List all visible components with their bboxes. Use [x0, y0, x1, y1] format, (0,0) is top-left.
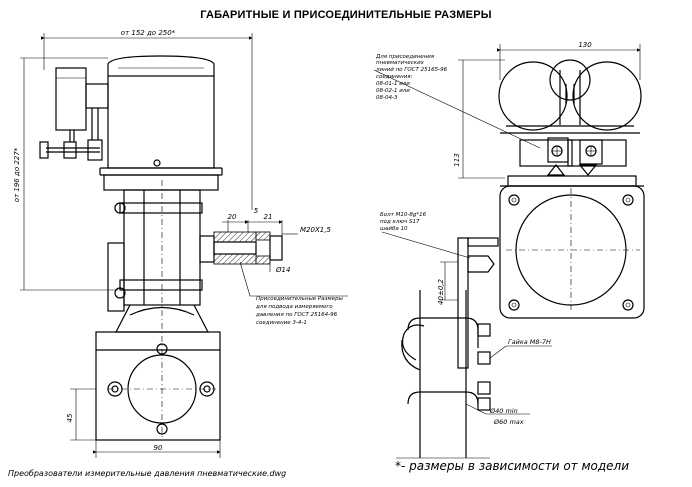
- nut-label: Гайка М8-7Н: [508, 338, 551, 346]
- note-bolt-2: под ключ S17: [380, 219, 420, 225]
- note-connection-3: давления по ГОСТ 25164-96: [255, 312, 338, 318]
- dim-40: 40±0,2: [437, 279, 445, 305]
- right-view: 130 113: [373, 41, 645, 473]
- gauge-left: [498, 61, 568, 131]
- note-bolt-1: Болт М10-8g*16: [380, 212, 427, 218]
- gauge-housing: [107, 75, 215, 169]
- note-connection-1: Присоединительные Размеры: [256, 296, 344, 302]
- pipe-max: Ø60 max: [493, 418, 524, 426]
- note-fittings-5: 08-01-1 или: [376, 81, 410, 87]
- pipe-min: Ø40 min: [489, 407, 518, 415]
- file-caption: Преобразователи измерительные давления п…: [8, 469, 286, 478]
- note-connection-2: для подвода измеряемого: [255, 304, 333, 310]
- note-connection-4: соединение 3-4-1: [256, 320, 307, 326]
- thread-label: M20X1,5: [300, 226, 331, 234]
- dim-5: 5: [254, 207, 259, 215]
- note-fittings-7: 08-04-3: [376, 95, 398, 101]
- gauge-right: [572, 61, 642, 131]
- dim-width-top: от 152 до 250*: [121, 29, 176, 37]
- dim-height-left: от 196 до 227*: [13, 147, 21, 202]
- relay-block: [55, 67, 87, 131]
- dim-130: 130: [578, 41, 592, 49]
- note-fittings-6: 08-02-1 или: [376, 88, 410, 94]
- footnote: *- размеры в зависимости от модели: [395, 459, 629, 473]
- note-fittings-4: соединения:: [376, 74, 413, 80]
- dim-bottom-height: 45: [66, 413, 74, 422]
- mounting-plate: [95, 331, 221, 441]
- dim-20: 20: [228, 213, 237, 221]
- note-fittings-1: Для присоединения: [375, 54, 435, 60]
- drawing-title: ГАБАРИТНЫЕ И ПРИСОЕДИНИТЕЛЬНЫЕ РАЗМЕРЫ: [200, 9, 491, 21]
- dim-bottom-width: 90: [154, 444, 163, 452]
- note-fittings-3: линий по ГОСТ 25165-96: [375, 67, 448, 73]
- right-body-plate: [499, 185, 645, 319]
- note-fittings-2: пневматических: [376, 60, 425, 66]
- diameter-14: Ø14: [275, 266, 290, 274]
- left-view: от 152 до 250* от 196 до 227*: [8, 29, 348, 478]
- dim-113: 113: [453, 153, 461, 166]
- dim-21: 21: [264, 213, 273, 221]
- note-bolt-3: шайба 10: [380, 226, 408, 232]
